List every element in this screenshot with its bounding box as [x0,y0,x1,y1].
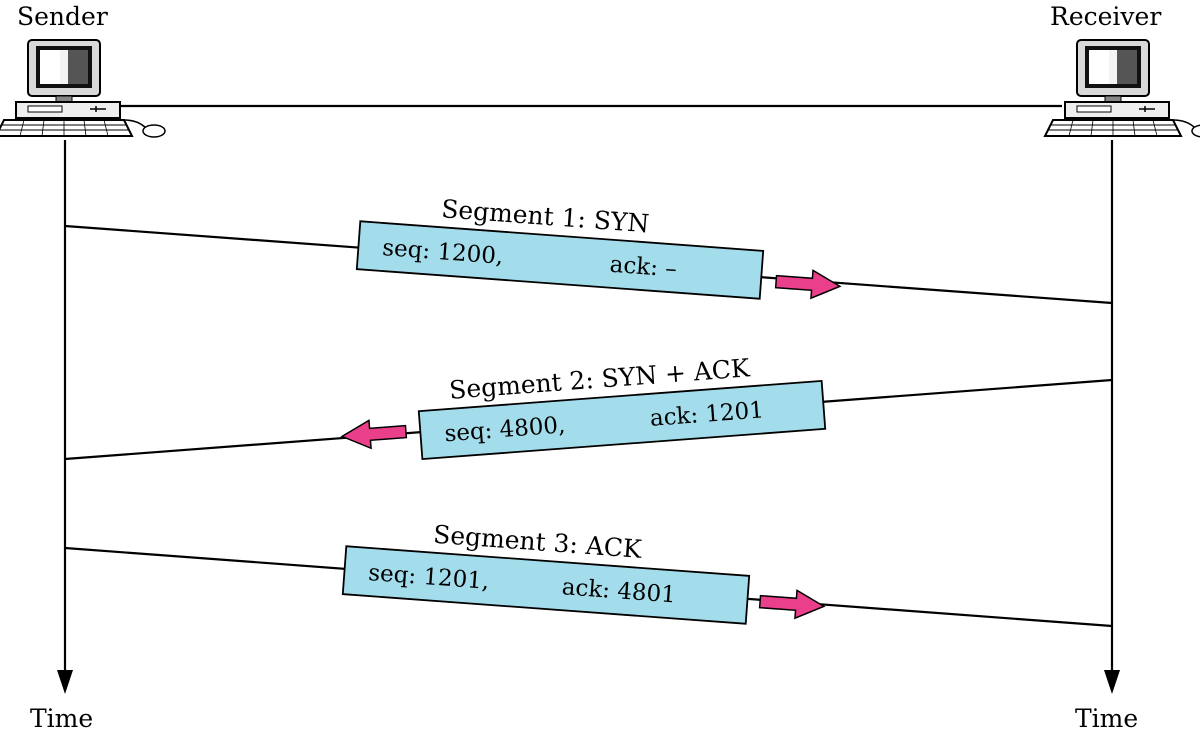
receiver-time-label: Time [1075,704,1138,733]
segment-1-direction-arrow [774,269,842,300]
segment-1: Segment 1: SYN seq: 1200, ack: – [64,194,1113,305]
segment-3-direction-arrow [758,589,826,620]
segment-3-box [341,545,751,625]
receiver-label: Receiver [1050,2,1161,31]
sender-computer-icon [0,39,166,138]
segment-2-box [417,379,827,461]
segment-2-direction-arrow [340,419,408,450]
sender-label: Sender [17,2,108,31]
segment-1-ack: ack: – [609,252,678,283]
receiver-computer-icon [1044,39,1200,138]
segment-2: Segment 2: SYN + ACK seq: 4800, ack: 120… [64,353,1113,461]
segment-1-box [355,220,765,300]
receiver-timeline-arrowhead [1104,670,1120,694]
sender-time-label: Time [30,704,93,733]
segment-3: Segment 3: ACK seq: 1201, ack: 4801 [64,520,1113,628]
sender-timeline-arrowhead [57,670,73,694]
